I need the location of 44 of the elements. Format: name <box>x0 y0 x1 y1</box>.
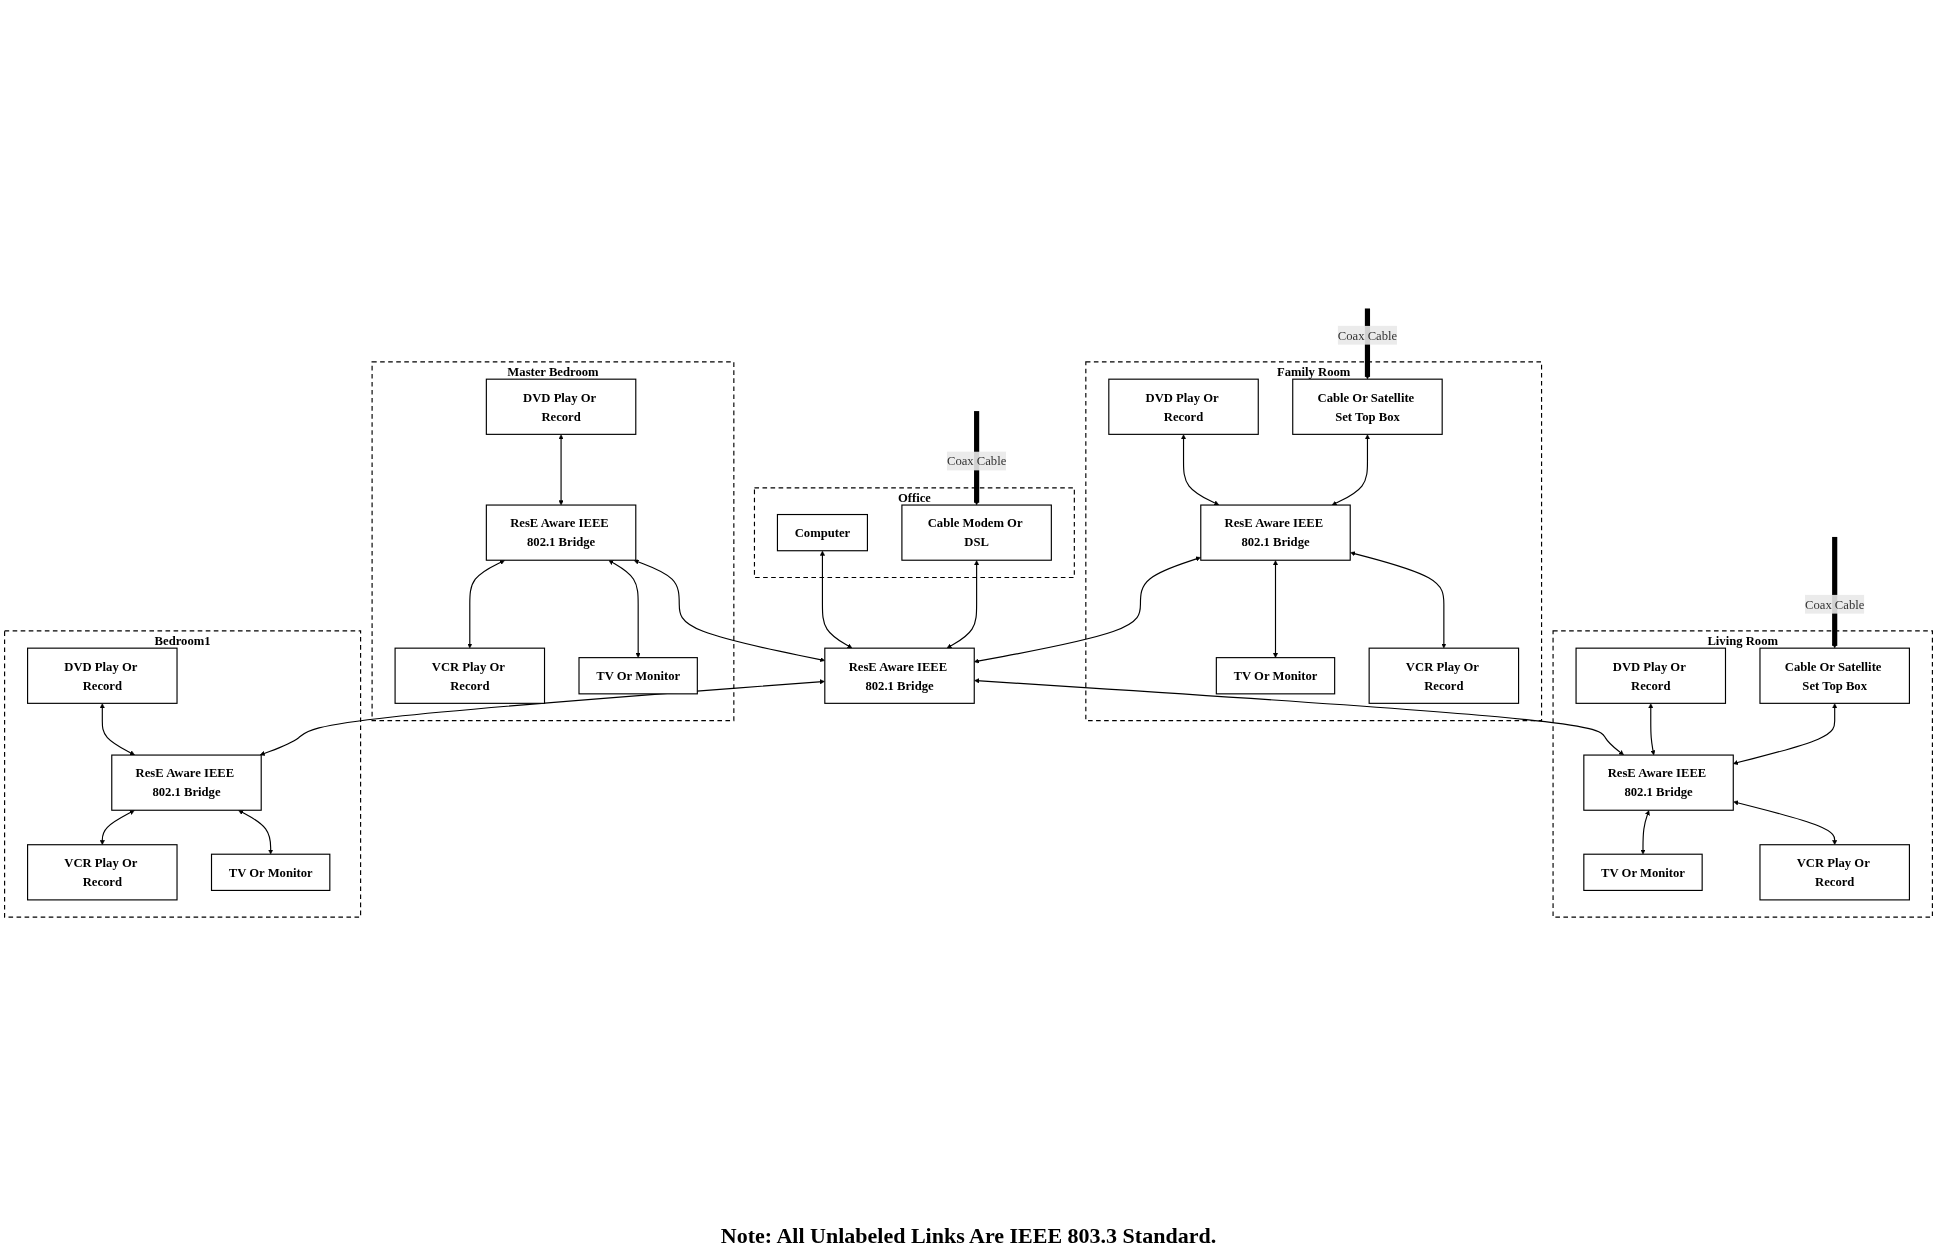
node-box: Cable Modem Or DSL <box>901 504 1052 561</box>
node-box: Cable Or Satellite Set Top Box <box>1759 647 1910 704</box>
arrow <box>1350 551 1447 649</box>
node-box: VCR Play Or Record <box>1759 844 1910 901</box>
node-box: ResE Aware IEEE 802.1 Bridge <box>485 504 637 561</box>
edge-label: Coax Cable <box>1805 597 1865 612</box>
arrow <box>1733 703 1838 765</box>
node-box: VCR Play Or Record <box>27 844 178 901</box>
node-box: Computer <box>776 513 868 552</box>
node-box: DVD Play Or Record <box>1108 378 1259 435</box>
arrow <box>974 556 1201 664</box>
arrow <box>1331 434 1370 506</box>
arrow <box>259 679 825 756</box>
arrow <box>946 560 980 649</box>
edge-label: Coax Cable <box>946 453 1007 469</box>
node-box: VCR Play Or Record <box>1368 647 1520 704</box>
node-box: TV Or Monitor <box>1215 657 1336 695</box>
arrow <box>1272 560 1279 658</box>
node-box: Cable Or Satellite Set Top Box <box>1292 378 1443 435</box>
arrow <box>1648 703 1656 756</box>
arrow <box>1640 810 1650 855</box>
node-box: ResE Aware IEEE 802.1 Bridge <box>1200 504 1351 561</box>
node-box: DVD Play Or Record <box>27 647 178 704</box>
node-box: TV Or Monitor <box>1583 853 1703 891</box>
arrow <box>1181 434 1220 506</box>
arrow <box>558 434 564 506</box>
node-box: TV Or Monitor <box>578 657 698 695</box>
note-text: Note: All Unlabeled Links Are IEEE 803.3 Standard. <box>720 1223 1217 1249</box>
arrow <box>819 550 853 649</box>
node-box: DVD Play Or Record <box>485 378 637 435</box>
node-box: ResE Aware IEEE 802.1 Bridge <box>824 647 975 704</box>
edge-label: Coax Cable <box>1337 328 1398 343</box>
arrow <box>467 560 505 649</box>
arrow <box>238 810 274 855</box>
node-box: VCR Play Or Record <box>394 647 546 704</box>
arrow <box>1733 800 1838 845</box>
arrow <box>608 560 641 658</box>
node-box: ResE Aware IEEE 802.1 Bridge <box>1583 754 1734 811</box>
node-box: TV Or Monitor <box>210 853 331 891</box>
arrow <box>974 678 1624 756</box>
arrow <box>99 810 135 845</box>
node-box: DVD Play Or Record <box>1575 647 1727 704</box>
node-box: ResE Aware IEEE 802.1 Bridge <box>111 754 262 811</box>
arrow <box>99 703 135 756</box>
